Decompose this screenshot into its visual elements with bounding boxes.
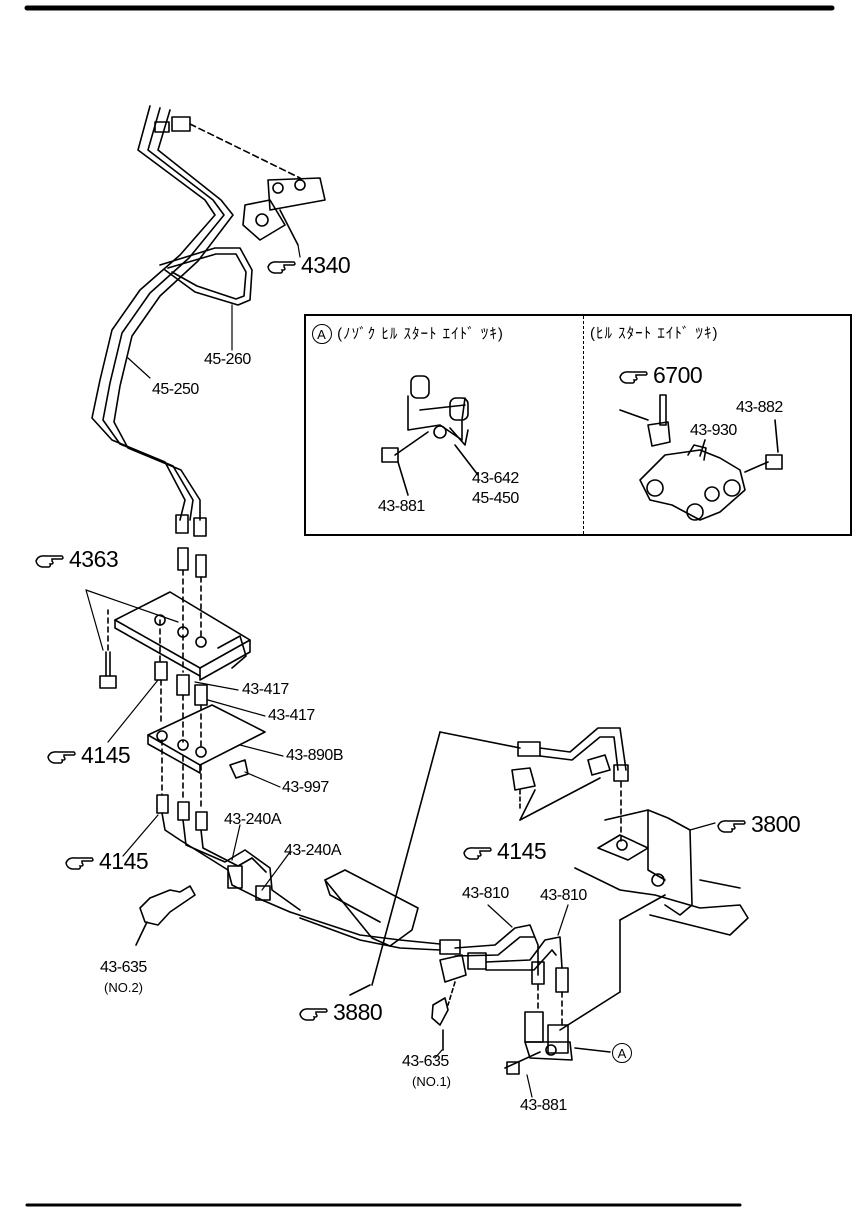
pointing-hand-icon [463, 846, 492, 860]
part-43-810-a: 43-810 [462, 885, 509, 902]
ref-4340-label: 4340 [301, 252, 351, 278]
part-43-635-no1: 43-635 [402, 1053, 449, 1070]
detail-tee-fitting [381, 375, 479, 496]
detail-hill-start-valve [619, 394, 783, 521]
part-43-890b: 43-890B [286, 747, 344, 764]
ref-4145-c[interactable]: 4145 [462, 838, 547, 864]
ref-3880-label: 3880 [333, 999, 383, 1025]
part-43-240a-b: 43-240A [284, 842, 342, 859]
clip-43-635-no1 [431, 954, 467, 1051]
pointing-hand-icon [717, 819, 746, 833]
upper-fittings [154, 116, 326, 246]
bolt-4363 [99, 609, 117, 689]
pipes-43-810 [439, 924, 569, 1026]
bracket-43-890b [147, 704, 266, 809]
pointing-hand-icon [267, 260, 296, 274]
pointing-hand-icon [35, 554, 64, 568]
part-43-417-b: 43-417 [268, 707, 315, 724]
tee-fitting [504, 894, 666, 1075]
part-45-250: 45-250 [152, 381, 199, 398]
ref-3800-label: 3800 [751, 811, 801, 837]
detail-box [304, 314, 852, 536]
ref-4363-label: 4363 [69, 546, 119, 572]
clip-43-635-no2 [135, 885, 196, 946]
ref-4363[interactable]: 4363 [34, 546, 119, 572]
part-45-260: 45-260 [204, 351, 251, 368]
main-marker-a: A [612, 1043, 632, 1063]
ref-4145-b-label: 4145 [99, 848, 149, 874]
part-43-882: 43-882 [736, 399, 783, 416]
pedal-bracket-3880 [324, 731, 441, 996]
brake-pipe-45-260 [159, 247, 253, 306]
detail-caption-left: A (ﾉｿﾞｸ ﾋﾙ ｽﾀｰﾄ ｴｲﾄﾞ ﾂｷ) [312, 324, 504, 344]
ref-6700[interactable]: 6700 [618, 362, 703, 388]
ref-4145-b[interactable]: 4145 [64, 848, 149, 874]
ref-4145-a-label: 4145 [81, 742, 131, 768]
ref-3880[interactable]: 3880 [298, 999, 383, 1025]
pointing-hand-icon [65, 856, 94, 870]
ref-3800[interactable]: 3800 [716, 811, 801, 837]
pipe-unions [175, 514, 207, 641]
ref-4145-a[interactable]: 4145 [46, 742, 131, 768]
leader-lines [85, 244, 716, 1098]
detail-marker-a: A [312, 324, 332, 344]
part-43-635-no2-sub: (NO.2) [104, 980, 143, 995]
part-45-450: 45-450 [472, 490, 519, 507]
detail-caption-right: (ﾋﾙ ｽﾀｰﾄ ｴｲﾄﾞ ﾂｷ) [590, 325, 719, 342]
part-43-881-detail: 43-881 [378, 498, 425, 515]
brake-pipe-45-250 [91, 105, 234, 521]
ref-4145-c-label: 4145 [497, 838, 547, 864]
pointing-hand-icon [299, 1007, 328, 1021]
pipe-to-3800 [439, 727, 629, 843]
part-43-417-a: 43-417 [242, 681, 289, 698]
pointing-hand-icon [619, 370, 648, 384]
part-43-881-main: 43-881 [520, 1097, 567, 1114]
pipes-43-240a [156, 794, 441, 951]
part-43-810-b: 43-810 [540, 887, 587, 904]
pointing-hand-icon [47, 750, 76, 764]
bracket-plate-upper [114, 591, 251, 681]
detail-divider [583, 316, 585, 534]
part-43-642: 43-642 [472, 470, 519, 487]
part-43-997: 43-997 [282, 779, 329, 796]
ref-4340[interactable]: 4340 [266, 252, 351, 278]
detail-left-caption-text: (ﾉｿﾞｸ ﾋﾙ ｽﾀｰﾄ ｴｲﾄﾞ ﾂｷ) [337, 325, 504, 343]
part-43-930: 43-930 [690, 422, 737, 439]
part-43-240a-a: 43-240A [224, 811, 282, 828]
part-43-635-no2: 43-635 [100, 959, 147, 976]
part-43-635-no1-sub: (NO.1) [412, 1074, 451, 1089]
ref-6700-label: 6700 [653, 362, 703, 388]
